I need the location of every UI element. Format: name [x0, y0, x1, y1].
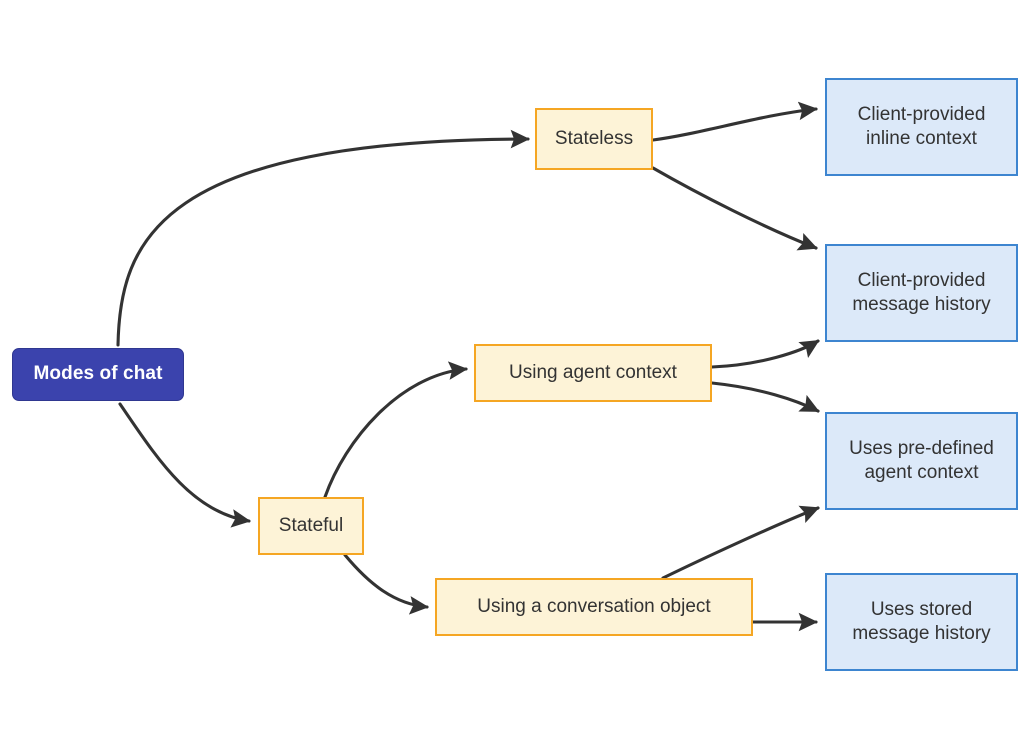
- edge-agentcontext-predefined: [710, 381, 820, 413]
- node-label: Stateless: [554, 127, 634, 149]
- node-uses-pre-defined-agent-context[interactable]: Uses pre-defined agent context: [825, 412, 1018, 510]
- node-modes-of-chat[interactable]: Modes of chat: [12, 348, 184, 401]
- node-label: Uses pre-defined agent context: [849, 437, 994, 483]
- node-label: Stateful: [278, 514, 344, 536]
- edge-conversation-predefined: [661, 505, 820, 580]
- node-using-conversation-object[interactable]: Using a conversation object: [435, 578, 753, 636]
- node-label: Using a conversation object: [477, 595, 711, 617]
- node-client-provided-inline-context[interactable]: Client-provided inline context: [825, 78, 1018, 176]
- node-label: Using agent context: [509, 361, 677, 383]
- node-label: Client-provided inline context: [857, 103, 986, 149]
- node-label: Uses stored message history: [852, 598, 991, 644]
- node-label: Modes of chat: [33, 363, 163, 385]
- edge-stateless-history: [651, 166, 818, 251]
- edge-root-stateless: [116, 129, 530, 347]
- edge-stateless-inline: [651, 101, 818, 142]
- node-using-agent-context[interactable]: Using agent context: [474, 344, 712, 402]
- node-stateless[interactable]: Stateless: [535, 108, 653, 170]
- edge-stateful-agentcontext: [323, 361, 468, 499]
- edge-root-stateful: [118, 402, 251, 528]
- node-client-provided-message-history[interactable]: Client-provided message history: [825, 244, 1018, 342]
- edge-agentcontext-history: [710, 339, 820, 369]
- edge-stateful-conversation: [343, 553, 429, 615]
- node-uses-stored-message-history[interactable]: Uses stored message history: [825, 573, 1018, 671]
- node-stateful[interactable]: Stateful: [258, 497, 364, 555]
- node-label: Client-provided message history: [852, 269, 991, 315]
